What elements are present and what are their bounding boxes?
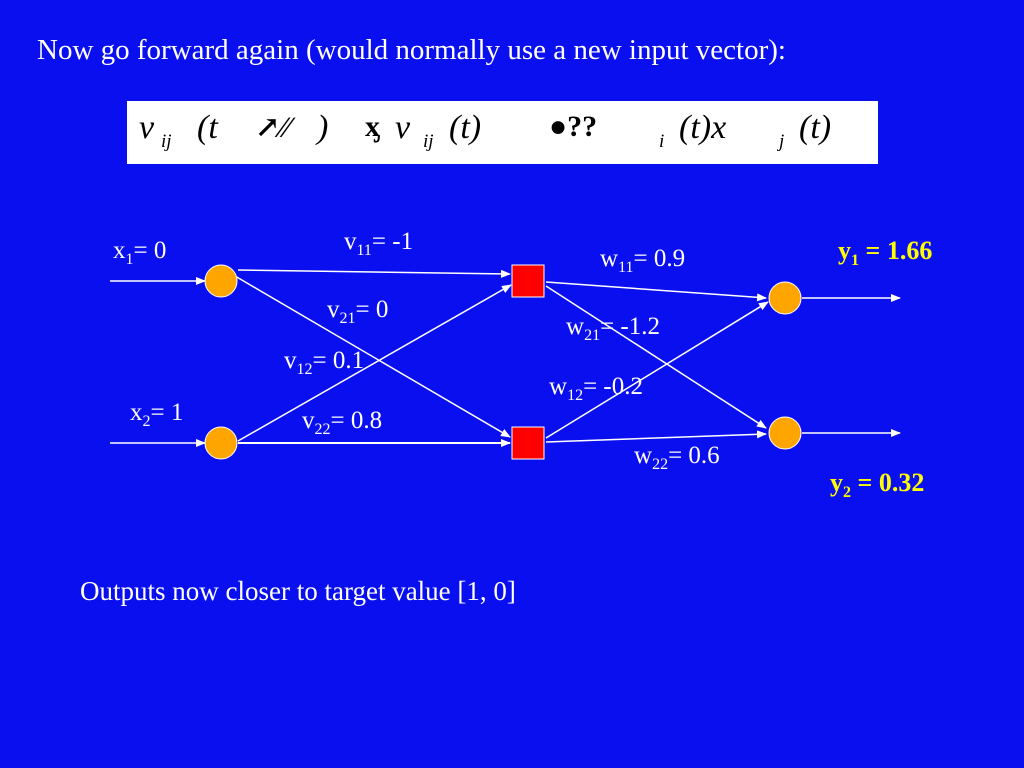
label-v11: v11= -1 bbox=[344, 228, 414, 259]
hidden-node-1 bbox=[511, 264, 545, 298]
edge-h1-y2 bbox=[545, 285, 767, 429]
formula-paren2: (t) bbox=[449, 109, 482, 146]
footer-note: Outputs now closer to target value [1, 0… bbox=[80, 576, 516, 606]
formula-v2: v bbox=[395, 109, 411, 146]
input-node-1 bbox=[204, 264, 238, 298]
formula-close1: ) bbox=[317, 109, 329, 146]
edge-h2-y1 bbox=[545, 301, 769, 439]
label-v21: v21= 0 bbox=[327, 296, 389, 327]
label-v22: v22= 0.8 bbox=[302, 407, 383, 438]
label-w11: w11= 0.9 bbox=[600, 245, 686, 276]
label-w12: w12= -0.2 bbox=[549, 373, 643, 404]
formula-sub1: ij bbox=[161, 131, 172, 152]
edge-w11 bbox=[545, 281, 767, 302]
output-y1: y1 = 1.66 bbox=[838, 236, 933, 269]
formula-garble3: ●?? bbox=[549, 110, 598, 143]
formula-v1: v bbox=[139, 109, 155, 146]
formula-paren4: (t) bbox=[799, 109, 832, 146]
formula-paren1: (t bbox=[197, 109, 218, 146]
formula-sub2: ij bbox=[423, 131, 434, 152]
label-w21: w21= -1.2 bbox=[566, 313, 660, 344]
hidden-node-2 bbox=[511, 426, 545, 460]
slide-title: Now go forward again (would normally use… bbox=[37, 34, 786, 66]
edge-w22 bbox=[545, 430, 767, 443]
formula-paren3: (t)x bbox=[679, 109, 727, 146]
output-node-1 bbox=[768, 281, 802, 315]
edge-v11 bbox=[237, 269, 511, 278]
output-y2: y2 = 0.32 bbox=[830, 468, 925, 501]
edge-x1-h2 bbox=[234, 275, 511, 438]
label-v12: v12= 0.1 bbox=[284, 347, 365, 378]
input-node-2 bbox=[204, 426, 238, 460]
edge-x2-h1 bbox=[237, 284, 512, 442]
formula-sub3: i bbox=[659, 131, 665, 152]
update-formula: v ij (t ↗⁄⁄ ) ᶍ v ij (t) ●?? i (t)x j (t… bbox=[127, 101, 878, 164]
label-w22: w22= 0.6 bbox=[634, 442, 720, 473]
output-node-2 bbox=[768, 416, 802, 450]
label-x1: x1= 0 bbox=[113, 237, 167, 268]
label-x2: x2= 1 bbox=[130, 399, 184, 430]
formula-garble2: ᶍ bbox=[365, 110, 380, 143]
formula-garble1: ↗⁄⁄ bbox=[255, 111, 291, 144]
formula-sub4: j bbox=[779, 131, 785, 152]
